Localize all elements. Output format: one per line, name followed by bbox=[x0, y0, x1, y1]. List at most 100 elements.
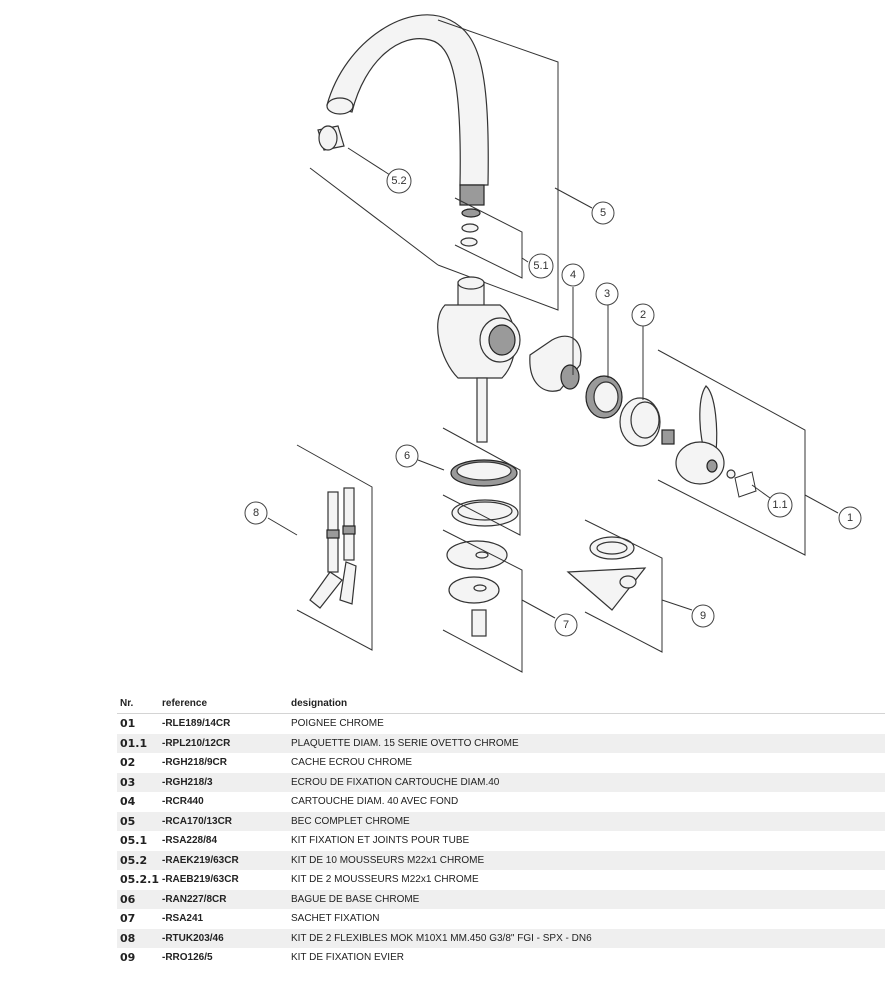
svg-text:5: 5 bbox=[600, 207, 606, 219]
fixing-kit-part bbox=[446, 540, 508, 637]
cell-reference: -RCR440 bbox=[161, 796, 204, 808]
base-ring-frame bbox=[442, 427, 521, 536]
cell-nr: 05 bbox=[117, 811, 159, 831]
svg-text:5.1: 5.1 bbox=[533, 260, 548, 272]
cell-designation: ECROU DE FIXATION CARTOUCHE DIAM.40 bbox=[287, 772, 885, 792]
cell-reference: -RSA228/84 bbox=[161, 835, 218, 847]
svg-text:7: 7 bbox=[563, 619, 569, 631]
table-row: 05.2.1-RAEB219/63CR KIT DE 2 MOUSSEURS M2… bbox=[117, 870, 885, 890]
svg-text:8: 8 bbox=[253, 507, 259, 519]
svg-text:2: 2 bbox=[640, 309, 646, 321]
cell-nr: 05.2 bbox=[117, 850, 159, 870]
cell-designation: CARTOUCHE DIAM. 40 AVEC FOND bbox=[290, 796, 459, 808]
tap-body-part bbox=[437, 276, 521, 443]
table-header-row: Nr. reference designation bbox=[117, 693, 885, 714]
svg-text:4: 4 bbox=[570, 269, 576, 281]
cell-reference: -RSA241 bbox=[161, 913, 204, 925]
cell-nr: 01.1 bbox=[117, 733, 159, 753]
cell-reference: -RAEK219/63CR bbox=[158, 850, 288, 870]
callout-6: 6 bbox=[395, 444, 419, 468]
flexible-hoses-part bbox=[309, 487, 357, 609]
seal-rings-part bbox=[460, 208, 481, 247]
callout-9: 9 bbox=[691, 604, 715, 628]
screw-part bbox=[726, 469, 736, 479]
table-row: 04 -RCR440 CARTOUCHE DIAM. 40 AVEC FOND bbox=[117, 792, 885, 812]
table-row: 07 -RSA241 SACHET FIXATION bbox=[117, 909, 885, 929]
svg-text:3: 3 bbox=[604, 288, 610, 300]
svg-text:5.2: 5.2 bbox=[391, 175, 406, 187]
cell-nr: 04 bbox=[120, 795, 136, 809]
fixing-kit-frame bbox=[454, 197, 523, 279]
cell-nr: 03 bbox=[117, 772, 159, 792]
cell-nr: 06 bbox=[117, 889, 159, 909]
cell-reference: -RGH218/3 bbox=[158, 772, 288, 792]
callout-1: 1 bbox=[838, 506, 862, 530]
aerator-part bbox=[317, 125, 345, 151]
cell-designation: KIT DE 10 MOUSSEURS M22x1 CHROME bbox=[287, 850, 885, 870]
cell-designation: KIT FIXATION ET JOINTS POUR TUBE bbox=[290, 835, 470, 847]
cartridge-part bbox=[529, 335, 582, 392]
table-row: 09 -RRO126/5 KIT DE FIXATION EVIER bbox=[117, 948, 885, 968]
base-ring-part bbox=[450, 459, 519, 527]
spout-part bbox=[326, 14, 489, 206]
handle-frame bbox=[657, 349, 806, 556]
callout-1-1: 1.1 bbox=[767, 492, 793, 518]
column-header-nr: Nr. bbox=[117, 693, 159, 714]
callout-7: 7 bbox=[554, 613, 578, 637]
cell-nr: 08 bbox=[117, 928, 159, 948]
cell-designation: BAGUE DE BASE CHROME bbox=[287, 889, 885, 909]
table-row: 01 -RLE189/14CR POIGNEE CHROME bbox=[117, 714, 885, 734]
cell-designation: SACHET FIXATION bbox=[290, 913, 380, 925]
cell-nr: 05.2.1 bbox=[120, 873, 159, 887]
callout-8: 8 bbox=[244, 501, 268, 525]
cell-designation: PLAQUETTE DIAM. 15 SERIE OVETTO CHROME bbox=[287, 733, 885, 753]
callout-5-1: 5.1 bbox=[528, 253, 554, 279]
cell-reference: -RPL210/12CR bbox=[158, 733, 288, 753]
cell-designation: KIT DE FIXATION EVIER bbox=[290, 952, 404, 964]
fixing-nut-part bbox=[585, 375, 623, 419]
cell-reference: -RRO126/5 bbox=[161, 952, 213, 964]
nut-cover-part bbox=[619, 397, 661, 447]
svg-text:1: 1 bbox=[847, 512, 853, 524]
parts-table: Nr. reference designation 01 -RLE189/14CR… bbox=[117, 693, 885, 968]
sink-fixing-kit-part bbox=[566, 536, 647, 611]
cell-nr: 07 bbox=[120, 912, 136, 926]
cell-designation: CACHE ECROU CHROME bbox=[290, 757, 413, 769]
cell-designation: BEC COMPLET CHROME bbox=[287, 811, 885, 831]
cell-reference: -RAN227/8CR bbox=[158, 889, 288, 909]
cell-nr: 01 bbox=[120, 717, 136, 731]
cell-reference: -RAEB219/63CR bbox=[161, 874, 239, 886]
sink-kit-frame bbox=[584, 519, 663, 653]
handle-part bbox=[675, 385, 725, 485]
cell-reference: -RCA170/13CR bbox=[158, 811, 288, 831]
svg-text:6: 6 bbox=[404, 450, 410, 462]
spout-frame bbox=[437, 19, 559, 311]
table-row: 05.1 -RSA228/84 KIT FIXATION ET JOINTS POU… bbox=[117, 831, 885, 851]
cell-nr: 05.1 bbox=[120, 834, 148, 848]
cell-nr: 09 bbox=[120, 951, 136, 965]
callout-5-2: 5.2 bbox=[386, 168, 412, 194]
callout-5: 5 bbox=[591, 201, 615, 225]
exploded-diagram: 5 5.1 5.2 4 3 2 1.1 1 6 7 8 9 bbox=[244, 14, 862, 673]
column-header-reference: reference bbox=[158, 693, 288, 714]
cell-nr: 02 bbox=[120, 756, 136, 770]
cell-reference: -RGH218/9CR bbox=[161, 757, 228, 769]
callout-3: 3 bbox=[595, 282, 619, 306]
callout-4: 4 bbox=[561, 263, 585, 287]
callout-2: 2 bbox=[631, 303, 655, 327]
fixing-kit-frame-7 bbox=[442, 529, 523, 673]
cell-designation: POIGNEE CHROME bbox=[290, 718, 384, 730]
column-header-designation: designation bbox=[287, 693, 885, 714]
handle-plate-part bbox=[734, 471, 757, 498]
cell-reference: -RLE189/14CR bbox=[161, 718, 231, 730]
svg-text:9: 9 bbox=[700, 610, 706, 622]
svg-text:1.1: 1.1 bbox=[772, 499, 787, 511]
insert-part bbox=[661, 429, 675, 445]
cell-designation: KIT DE 2 MOUSSEURS M22x1 CHROME bbox=[290, 874, 479, 886]
